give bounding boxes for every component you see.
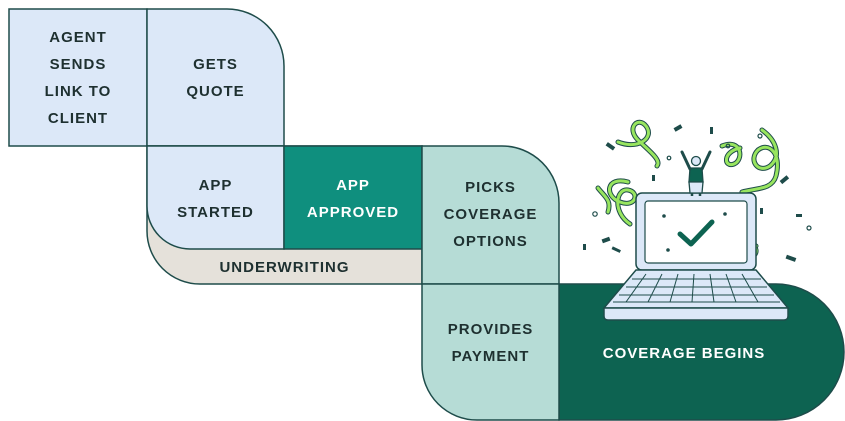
step-app-started-label: APP STARTED — [177, 177, 254, 221]
step-app-approved-label: APP APPROVED — [306, 177, 400, 221]
step-box-app-started — [146, 145, 285, 250]
step-gets-quote-label: GETS QUOTE — [186, 55, 245, 100]
laptop-celebration-illustration — [583, 119, 812, 321]
step-coverage-begins-label: COVERAGE BEGINS — [602, 344, 766, 362]
step-box-picks-coverage — [421, 145, 560, 285]
celebrating-person-figure — [680, 150, 712, 196]
step-box-gets-quote — [146, 8, 285, 147]
step-picks-coverage-label: PICKS COVERAGE OPTIONS — [443, 178, 538, 250]
step-agent-sends-link-label: AGENT SENDS LINK TO CLIENT — [44, 28, 112, 127]
step-box-provides-payment — [421, 283, 560, 421]
step-provides-payment-label: PROVIDES PAYMENT — [447, 321, 534, 365]
underwriting-label: UNDERWRITING — [219, 258, 350, 276]
